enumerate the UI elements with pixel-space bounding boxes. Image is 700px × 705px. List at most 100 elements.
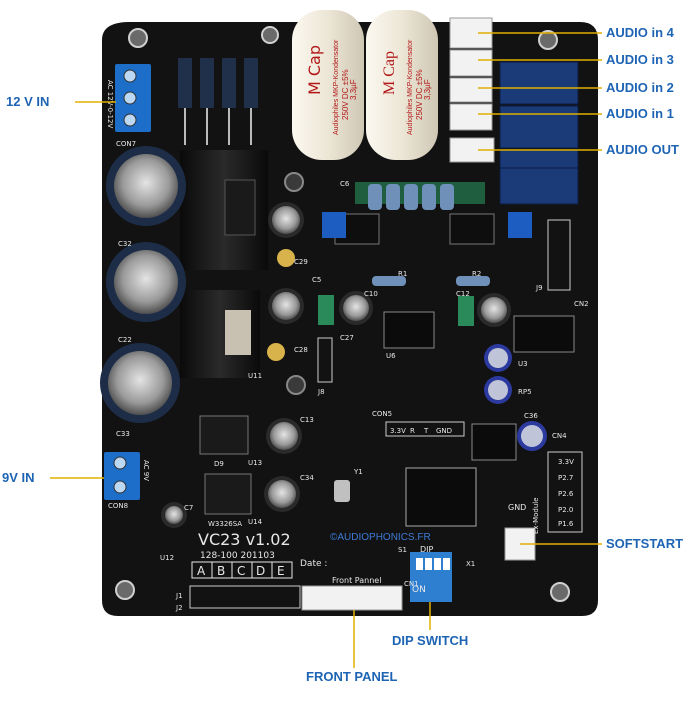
relays xyxy=(499,61,579,205)
designator: C10 xyxy=(364,290,378,298)
regulator-u14 xyxy=(204,473,252,515)
electrolytic-capacitor xyxy=(106,146,186,226)
input-connectors xyxy=(449,17,495,163)
terminal-9v xyxy=(104,452,140,500)
callout-audio-in-4: AUDIO in 4 xyxy=(606,25,674,40)
designator: CON5 xyxy=(372,410,392,418)
designator: C27 xyxy=(340,334,354,342)
callout-9v-in: 9V IN xyxy=(2,470,35,485)
con5-pin-33v: 3.3V xyxy=(390,427,406,435)
designator: C36 xyxy=(524,412,538,420)
designator: J8 xyxy=(317,388,325,396)
letter-e: E xyxy=(277,564,285,578)
cap-spec-text: 3,3µF xyxy=(349,79,358,100)
integrated-circuits xyxy=(383,311,575,527)
front-panel-connector xyxy=(301,585,403,611)
callout-audio-in-1: AUDIO in 1 xyxy=(606,106,674,121)
designator: C13 xyxy=(300,416,314,424)
film-capacitor-right: M Cap Audiophiles MKP-Kondensator 250V D… xyxy=(366,10,438,160)
cap-spec-text: 250V DC ±5% xyxy=(341,69,350,120)
designator: C33 xyxy=(116,430,130,438)
designator: CON7 xyxy=(116,140,136,148)
cap-spec-text: Audiophiles MKP-Kondensator xyxy=(407,39,414,135)
designator: J2 xyxy=(175,604,183,612)
callout-front-panel: FRONT PANEL xyxy=(306,669,398,684)
designator: C29 xyxy=(294,258,308,266)
designator: X1 xyxy=(466,560,475,568)
callout-dip-switch: DIP SWITCH xyxy=(392,633,469,648)
cn4-pin-p16: P1.6 xyxy=(558,520,574,528)
chip-part-text: W3326SA xyxy=(208,520,242,528)
letter-d: D xyxy=(256,564,265,578)
callout-softstart: SOFTSTART xyxy=(606,536,684,551)
designator: C5 xyxy=(312,276,321,284)
designator: C6 xyxy=(340,180,350,188)
cn4-pin-p26: P2.6 xyxy=(558,490,574,498)
con5-pin-gnd: GND xyxy=(436,427,452,435)
cn4-pin-p27: P2.7 xyxy=(558,474,573,482)
crystal xyxy=(334,480,350,502)
designator: U6 xyxy=(386,352,396,360)
mounting-holes xyxy=(115,26,570,602)
designator: CN4 xyxy=(552,432,567,440)
watermark-text: ©AUDIOPHONICS.FR xyxy=(330,532,431,543)
designator: C7 xyxy=(184,504,193,512)
designator: U13 xyxy=(248,459,262,467)
designator: C34 xyxy=(300,474,314,482)
ac-12v-text: AC 12V-0-12V xyxy=(106,80,114,128)
designator: C12 xyxy=(456,290,470,298)
gnd-text: GND xyxy=(508,503,526,512)
electrolytic-capacitor xyxy=(106,242,186,322)
callout-audio-in-3: AUDIO in 3 xyxy=(606,52,674,67)
con5-pin-t: T xyxy=(423,427,429,435)
ex-module-text: Ex-Module xyxy=(532,497,540,534)
designator: U3 xyxy=(518,360,528,368)
designator: CN1 xyxy=(404,580,419,588)
designator: U11 xyxy=(248,372,262,380)
designator: J9 xyxy=(535,284,543,292)
resistor-array xyxy=(368,184,490,286)
designator: R2 xyxy=(472,270,481,278)
electrolytic-capacitor xyxy=(100,343,180,423)
designator: D9 xyxy=(214,460,224,468)
designator: CN2 xyxy=(574,300,589,308)
rectifier-diodes xyxy=(178,58,258,145)
regulator-u13 xyxy=(199,415,249,455)
cn4-pin-33v: 3.3V xyxy=(558,458,574,466)
callout-audio-out: AUDIO OUT xyxy=(606,142,679,157)
cap-spec-text: 250V DC ±5% xyxy=(415,69,424,120)
letter-header: A B C D E xyxy=(191,561,293,579)
dip-silk-text: DIP xyxy=(420,545,434,554)
designator: U12 xyxy=(160,554,174,562)
designator: R1 xyxy=(398,270,407,278)
con5-pin-r: R xyxy=(410,427,415,435)
cap-spec-text: 3,3µF xyxy=(423,79,432,100)
board-revision-text: 128-100 201103 xyxy=(200,551,275,561)
designator: J1 xyxy=(175,592,183,600)
cn4-pin-p20: P2.0 xyxy=(558,506,573,514)
designator: C22 xyxy=(118,336,132,344)
front-panel-silk-text: Front Pannel xyxy=(332,576,381,585)
callout-audio-in-2: AUDIO in 2 xyxy=(606,80,674,95)
pin-headers xyxy=(189,219,583,609)
cap-spec-text: Audiophiles MKP-Kondensator xyxy=(333,39,340,135)
letter-b: B xyxy=(217,564,225,578)
designator: C28 xyxy=(294,346,308,354)
board-model-text: VC23 v1.02 xyxy=(198,530,291,549)
dip-on-text: ON xyxy=(412,585,426,595)
main-microcontroller xyxy=(405,467,477,527)
callout-lines xyxy=(50,32,602,668)
callout-12v-in: 12 V IN xyxy=(6,94,50,109)
terminal-12v xyxy=(115,64,151,132)
letter-a: A xyxy=(197,564,206,578)
ac-9v-text: AC 9V xyxy=(142,460,150,481)
small-capacitors xyxy=(161,202,547,528)
cap-brand-text: M Cap xyxy=(305,45,324,95)
letter-c: C xyxy=(237,564,245,578)
cap-brand-text: M Cap xyxy=(381,51,398,95)
date-label-text: Date : xyxy=(300,559,327,569)
designator: U14 xyxy=(248,518,263,526)
dip-switch: ON xyxy=(410,552,452,602)
